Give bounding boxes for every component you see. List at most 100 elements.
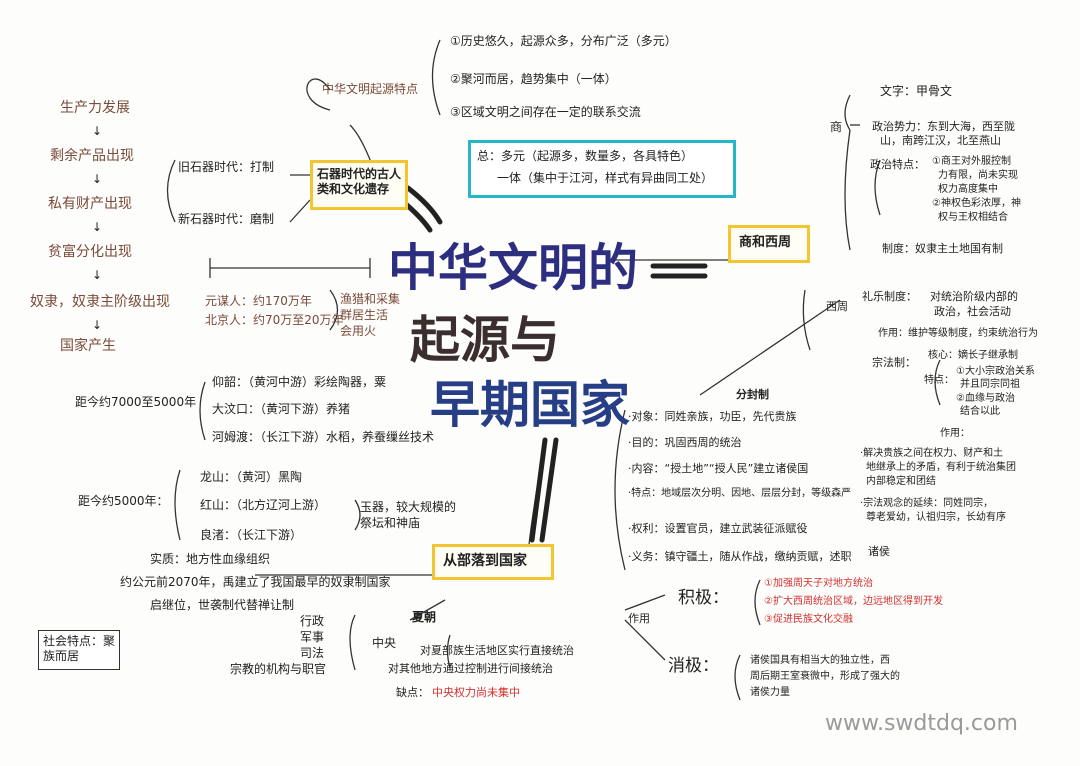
feudal-1: ·对象：同姓亲族，功臣，先代贵族 <box>628 410 797 423</box>
culture-longshan: 龙山：（黄河）黑陶 <box>200 470 303 484</box>
feudal-label: 分封制 <box>736 388 769 401</box>
culture-liangzhu: 良渚：（长江下游） <box>200 528 303 542</box>
succession-label: 启继位，世袭制代替禅让制 <box>150 598 295 612</box>
politics-2: 力有限，尚未实现 <box>938 170 1018 181</box>
peking-label: 北京人：约70万至20万年 <box>205 313 344 327</box>
negative-2: 周后期王室衰微中，形成了强大的 <box>750 671 900 682</box>
arrow-1: ↓ <box>92 124 103 138</box>
life-3: 会用火 <box>340 324 377 338</box>
title-line1: 中华文明的 <box>388 238 638 297</box>
rites-function: 作用：维护等级制度，约束统治行为 <box>878 328 1038 339</box>
clan-feature-3: ②血缘与政治 <box>956 393 1015 404</box>
feudal-6: ·义务：镇守疆土，随从作战，缴纳贡赋，述职 <box>628 550 852 563</box>
central-label: 中央 <box>372 636 397 650</box>
positive-label: 积极： <box>678 588 729 608</box>
clan-effect-5: 尊老爱幼，认祖归宗，长幼有序 <box>866 512 1006 523</box>
negative-3: 诸侯力量 <box>750 687 790 698</box>
system-label: 制度：奴隶主土地国有制 <box>882 242 1003 255</box>
clan-effect-4: ·宗法观念的延续：同姓同宗， <box>860 498 994 509</box>
origin-point-3: ③区域文明之间存在一定的联系交流 <box>450 105 641 119</box>
shang-zhou-box: 商和西周 <box>728 225 810 263</box>
politics-4: ②神权色彩浓厚，神 <box>932 198 1021 209</box>
origin-label: 中华文明起源特点 <box>322 82 419 96</box>
culture-dawenkou: 大汶口：（黄河下游）养猪 <box>212 402 351 416</box>
chain-6: 国家产生 <box>60 338 116 354</box>
jade-note-2: 祭坛和神庙 <box>360 516 421 530</box>
stone-age-box: 石器时代的古人类和文化遗存 <box>310 160 408 210</box>
yuanmou-label: 元谋人：约170万年 <box>205 294 312 308</box>
chain-1: 生产力发展 <box>60 100 130 116</box>
feudal-2: ·目的：巩固西周的统治 <box>628 436 742 449</box>
neolithic-label: 新石器时代：磨制 <box>178 212 275 226</box>
clan-feature-4: 结合以此 <box>960 406 1000 417</box>
culture-hemudu: 河姆渡：（长江下游）水稻，养蚕缫丝技术 <box>212 430 435 444</box>
social-feature-text: 社会特点：聚族而居 <box>43 634 116 663</box>
feudal-3: ·内容：“授土地”“授人民”建立诸侯国 <box>628 462 809 475</box>
clan-feature-2: 并且同宗同祖 <box>960 379 1020 390</box>
writing-label: 文字：甲骨文 <box>880 84 953 98</box>
flaw-label: 缺点： <box>396 686 429 699</box>
tribe-to-state-label: 从部落到国家 <box>443 553 527 569</box>
watermark: www.swdtdq.com <box>825 711 1018 736</box>
negative-label: 消极： <box>668 656 719 676</box>
flaw-text: 中央权力尚未集中 <box>432 686 520 699</box>
arrow-3: ↓ <box>92 220 103 234</box>
organ-1: 行政 <box>300 614 325 628</box>
organ-3: 司法 <box>300 646 325 660</box>
paleolithic-label: 旧石器时代：打制 <box>178 160 275 174</box>
role-label: 作用 <box>628 612 650 625</box>
culture-hongshan: 红山：（北方辽河上游） <box>200 498 327 512</box>
xizhou-label: 西周 <box>826 300 848 313</box>
origin-point-2: ②聚河而居，趋势集中（一体） <box>450 72 617 86</box>
shang-zhou-label: 商和西周 <box>739 235 792 250</box>
politics-1: ①商王对外服控制 <box>932 156 1011 167</box>
vassal-label: 诸侯 <box>868 545 890 558</box>
clan-effect-3: 内部稳定和团结 <box>866 476 936 487</box>
chain-4: 贫富分化出现 <box>48 244 132 260</box>
culture-yangshao: 仰韶：（黄河中游）彩绘陶器，粟 <box>212 375 387 389</box>
life-1: 渔猎和采集 <box>340 292 401 306</box>
life-2: 群居生活 <box>340 308 389 322</box>
politics-3: 权力高度集中 <box>938 184 998 195</box>
rites-2: 政治，社会活动 <box>934 305 1011 318</box>
origin-summary-box: 总：多元（起源多，数量多，各具特色） 一体（集中于江河，样式有异曲同工处） <box>468 140 736 198</box>
positive-1: ①加强周天子对地方统治 <box>764 578 873 589</box>
chain-3: 私有财产出现 <box>48 196 132 212</box>
rites-label: 礼乐制度： <box>862 290 917 303</box>
essence-label: 实质：地方性血缘组织 <box>150 552 271 566</box>
stone-age-label: 石器时代的古人类和文化遗存 <box>317 167 402 196</box>
positive-2: ②扩大西周统治区域，边远地区得到开发 <box>764 596 943 607</box>
arrow-2: ↓ <box>92 172 103 186</box>
arrow-5: ↓ <box>92 318 103 332</box>
local-rule-1: 对夏部族生活地区实行直接统治 <box>420 644 574 657</box>
local-rule-2: 对其他地方通过控制进行间接统治 <box>388 662 553 675</box>
xia-founding: 约公元前2070年，禹建立了我国最早的奴隶制国家 <box>120 575 391 589</box>
clan-core: 核心：嫡长子继承制 <box>928 350 1018 361</box>
tribe-to-state-box: 从部落到国家 <box>432 544 554 580</box>
chain-5: 奴隶，奴隶主阶级出现 <box>30 294 170 310</box>
power-line-1: 政治势力：东到大海，西至陇 <box>872 120 1015 133</box>
politics-5: 权与王权相结合 <box>938 212 1008 223</box>
clan-label: 宗法制： <box>872 356 916 369</box>
rites-1: 对统治阶级内部的 <box>930 290 1018 303</box>
positive-3: ③促进民族文化交融 <box>764 614 853 625</box>
cultures-7000-label: 距今约7000至5000年 <box>75 395 197 409</box>
organ-2: 军事 <box>300 630 325 644</box>
clan-effect-2: 地继承上的矛盾，有利于统治集团 <box>866 462 1016 473</box>
arrow-4: ↓ <box>92 268 103 282</box>
social-feature-box: 社会特点：聚族而居 <box>38 630 120 670</box>
origin-summary-line1: 总：多元（起源多，数量多，各具特色） <box>477 149 694 163</box>
clan-effect-label: 作用： <box>940 428 970 439</box>
origin-point-1: ①历史悠久，起源众多，分布广泛（多元） <box>450 34 677 48</box>
title-line2: 起源与 <box>410 310 560 369</box>
chain-2: 剩余产品出现 <box>50 148 134 164</box>
politics-label: 政治特点： <box>870 158 925 171</box>
title-line3: 早期国家 <box>430 375 630 434</box>
jade-note-1: 玉器，较大规模的 <box>360 500 457 514</box>
clan-feature-1: ①大小宗政治关系 <box>956 366 1035 377</box>
power-line-2: 山，南跨江汉，北至燕山 <box>880 134 1001 147</box>
clan-feature-label: 特点： <box>924 375 954 386</box>
origin-summary-line2: 一体（集中于江河，样式有异曲同工处） <box>497 171 714 185</box>
shang-label: 商 <box>830 120 843 134</box>
